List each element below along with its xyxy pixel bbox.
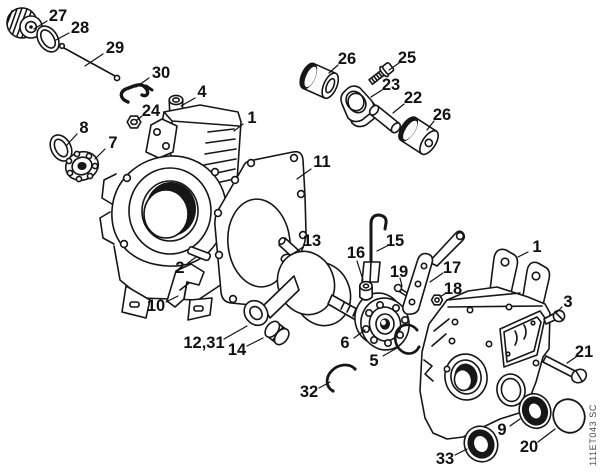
callout-26: 26 xyxy=(426,106,451,131)
callout-27: 27 xyxy=(33,7,67,30)
callout-3: 3 xyxy=(555,293,573,314)
callout-29: 29 xyxy=(84,39,124,67)
callout-26: 26 xyxy=(328,50,356,74)
callout-23: 23 xyxy=(370,76,400,98)
callout-13: 13 xyxy=(290,232,321,256)
part-annular-buffer-top xyxy=(299,62,340,100)
callout-2: 2 xyxy=(175,256,197,277)
callout-15: 15 xyxy=(376,232,404,252)
callout-24: 24 xyxy=(136,102,161,121)
callout-9: 9 xyxy=(497,418,521,439)
svg-text:8: 8 xyxy=(79,119,88,137)
callout-28: 28 xyxy=(55,19,89,41)
svg-text:3: 3 xyxy=(563,293,572,311)
part-oil-seal-small xyxy=(49,134,73,162)
callout-1: 1 xyxy=(517,238,542,258)
part-crankcase-clutch-side xyxy=(419,248,551,440)
part-nut-small xyxy=(430,294,444,306)
part-long-screw xyxy=(542,355,588,384)
svg-text:2: 2 xyxy=(175,259,184,277)
svg-text:6: 6 xyxy=(340,334,349,352)
drawing-number: 111ET043 SC xyxy=(588,404,598,466)
part-spring-wire xyxy=(58,42,121,82)
svg-text:14: 14 xyxy=(228,341,247,359)
part-crankcase-flywheel-side xyxy=(99,104,242,321)
svg-text:15: 15 xyxy=(386,232,404,250)
callout-30: 30 xyxy=(135,64,170,88)
svg-text:11: 11 xyxy=(313,153,330,171)
svg-text:33: 33 xyxy=(436,450,454,468)
part-cover-cap xyxy=(552,398,586,434)
callout-25: 25 xyxy=(388,49,416,71)
callout-17: 17 xyxy=(429,259,461,283)
svg-text:21: 21 xyxy=(575,343,593,361)
svg-text:25: 25 xyxy=(398,49,416,67)
svg-text:24: 24 xyxy=(142,102,161,120)
part-sealing-washer xyxy=(36,25,60,53)
callout-6: 6 xyxy=(340,329,366,352)
callout-16: 16 xyxy=(347,244,365,281)
svg-text:18: 18 xyxy=(444,280,462,298)
svg-text:7: 7 xyxy=(108,134,117,152)
svg-text:32: 32 xyxy=(300,383,318,401)
callout-7: 7 xyxy=(94,134,118,160)
svg-text:19: 19 xyxy=(390,263,408,281)
part-snap-ring xyxy=(325,363,357,393)
part-needle-cage xyxy=(264,320,290,346)
callout-4: 4 xyxy=(180,83,207,107)
svg-text:5: 5 xyxy=(369,352,378,370)
part-ball-bearing-right xyxy=(354,292,410,351)
callout-20: 20 xyxy=(520,428,556,456)
svg-text:12,31: 12,31 xyxy=(183,334,224,352)
callout-22: 22 xyxy=(392,89,422,114)
part-tensioner-lever xyxy=(402,230,466,315)
svg-text:1: 1 xyxy=(247,109,256,127)
callout-19: 19 xyxy=(390,263,408,287)
part-buffer-plate xyxy=(340,85,379,128)
svg-text:28: 28 xyxy=(71,19,89,37)
callout-32: 32 xyxy=(300,381,331,401)
callout-12-31: 12,31 xyxy=(183,325,248,352)
callout-8: 8 xyxy=(65,119,89,147)
svg-text:30: 30 xyxy=(152,64,170,82)
callout-18: 18 xyxy=(439,280,462,298)
svg-text:23: 23 xyxy=(382,76,400,94)
svg-text:16: 16 xyxy=(347,244,365,262)
part-annular-buffer-bottom xyxy=(398,116,440,156)
part-tensioner-nut xyxy=(358,280,373,301)
svg-text:26: 26 xyxy=(433,106,451,124)
callout-21: 21 xyxy=(566,343,593,364)
callout-5: 5 xyxy=(369,347,398,370)
callout-1: 1 xyxy=(233,109,257,132)
part-seal-ring xyxy=(463,425,499,463)
svg-text:26: 26 xyxy=(338,50,356,68)
callout-11: 11 xyxy=(296,153,331,180)
callout-10: 10 xyxy=(147,295,179,315)
part-ball-bearing-left xyxy=(64,150,100,183)
part-oil-seal xyxy=(518,392,552,430)
part-sleeve xyxy=(368,104,402,134)
part-buffer-screw xyxy=(368,62,395,86)
callout-33: 33 xyxy=(436,448,468,468)
part-wire-hook xyxy=(119,83,154,104)
svg-text:29: 29 xyxy=(106,39,124,57)
svg-text:9: 9 xyxy=(497,421,506,439)
svg-text:4: 4 xyxy=(197,83,207,101)
svg-text:17: 17 xyxy=(443,259,461,277)
svg-text:1: 1 xyxy=(532,238,541,256)
svg-text:10: 10 xyxy=(147,297,165,315)
callout-14: 14 xyxy=(228,337,264,359)
part-circlip xyxy=(393,323,421,355)
part-dowel-pin xyxy=(186,245,212,262)
svg-text:27: 27 xyxy=(49,7,67,25)
svg-text:13: 13 xyxy=(303,232,321,250)
part-crankshaft xyxy=(243,237,373,327)
part-tensioner-rod xyxy=(361,213,388,283)
svg-text:22: 22 xyxy=(404,89,422,107)
svg-text:20: 20 xyxy=(520,438,538,456)
